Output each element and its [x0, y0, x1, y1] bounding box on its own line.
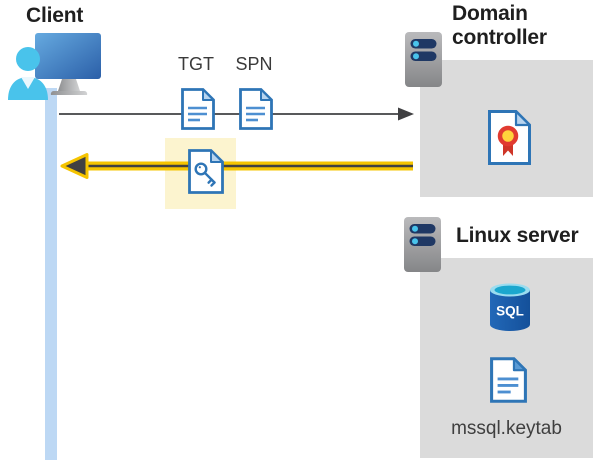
key-icon — [194, 162, 216, 187]
linux-server-icon — [404, 217, 441, 272]
domain-controller-title: Domain controller — [452, 2, 547, 49]
domain-controller-server-icon — [405, 32, 442, 87]
linux-server-title: Linux server — [456, 224, 579, 247]
client-lifeline — [45, 88, 57, 460]
keytab-document-icon — [490, 357, 527, 403]
rosette-icon — [497, 125, 519, 147]
user-workstation-icon — [8, 33, 101, 100]
sql-database-icon: SQL — [490, 283, 530, 331]
spn-label: SPN — [235, 54, 273, 74]
monitor-stand-icon — [58, 79, 80, 91]
spn-document-icon — [239, 88, 273, 130]
key-ticket-document-icon — [188, 149, 224, 194]
response-arrow-highlighted — [60, 153, 413, 179]
request-arrow — [59, 107, 414, 121]
tgt-document-icon — [181, 88, 215, 130]
keytab-filename-label: mssql.keytab — [451, 418, 562, 439]
certificate-icon — [488, 110, 531, 165]
sql-label: SQL — [496, 304, 524, 319]
person-icon — [8, 47, 48, 100]
client-title: Client — [26, 4, 84, 27]
tgt-label: TGT — [178, 54, 214, 74]
monitor-icon — [35, 33, 101, 79]
